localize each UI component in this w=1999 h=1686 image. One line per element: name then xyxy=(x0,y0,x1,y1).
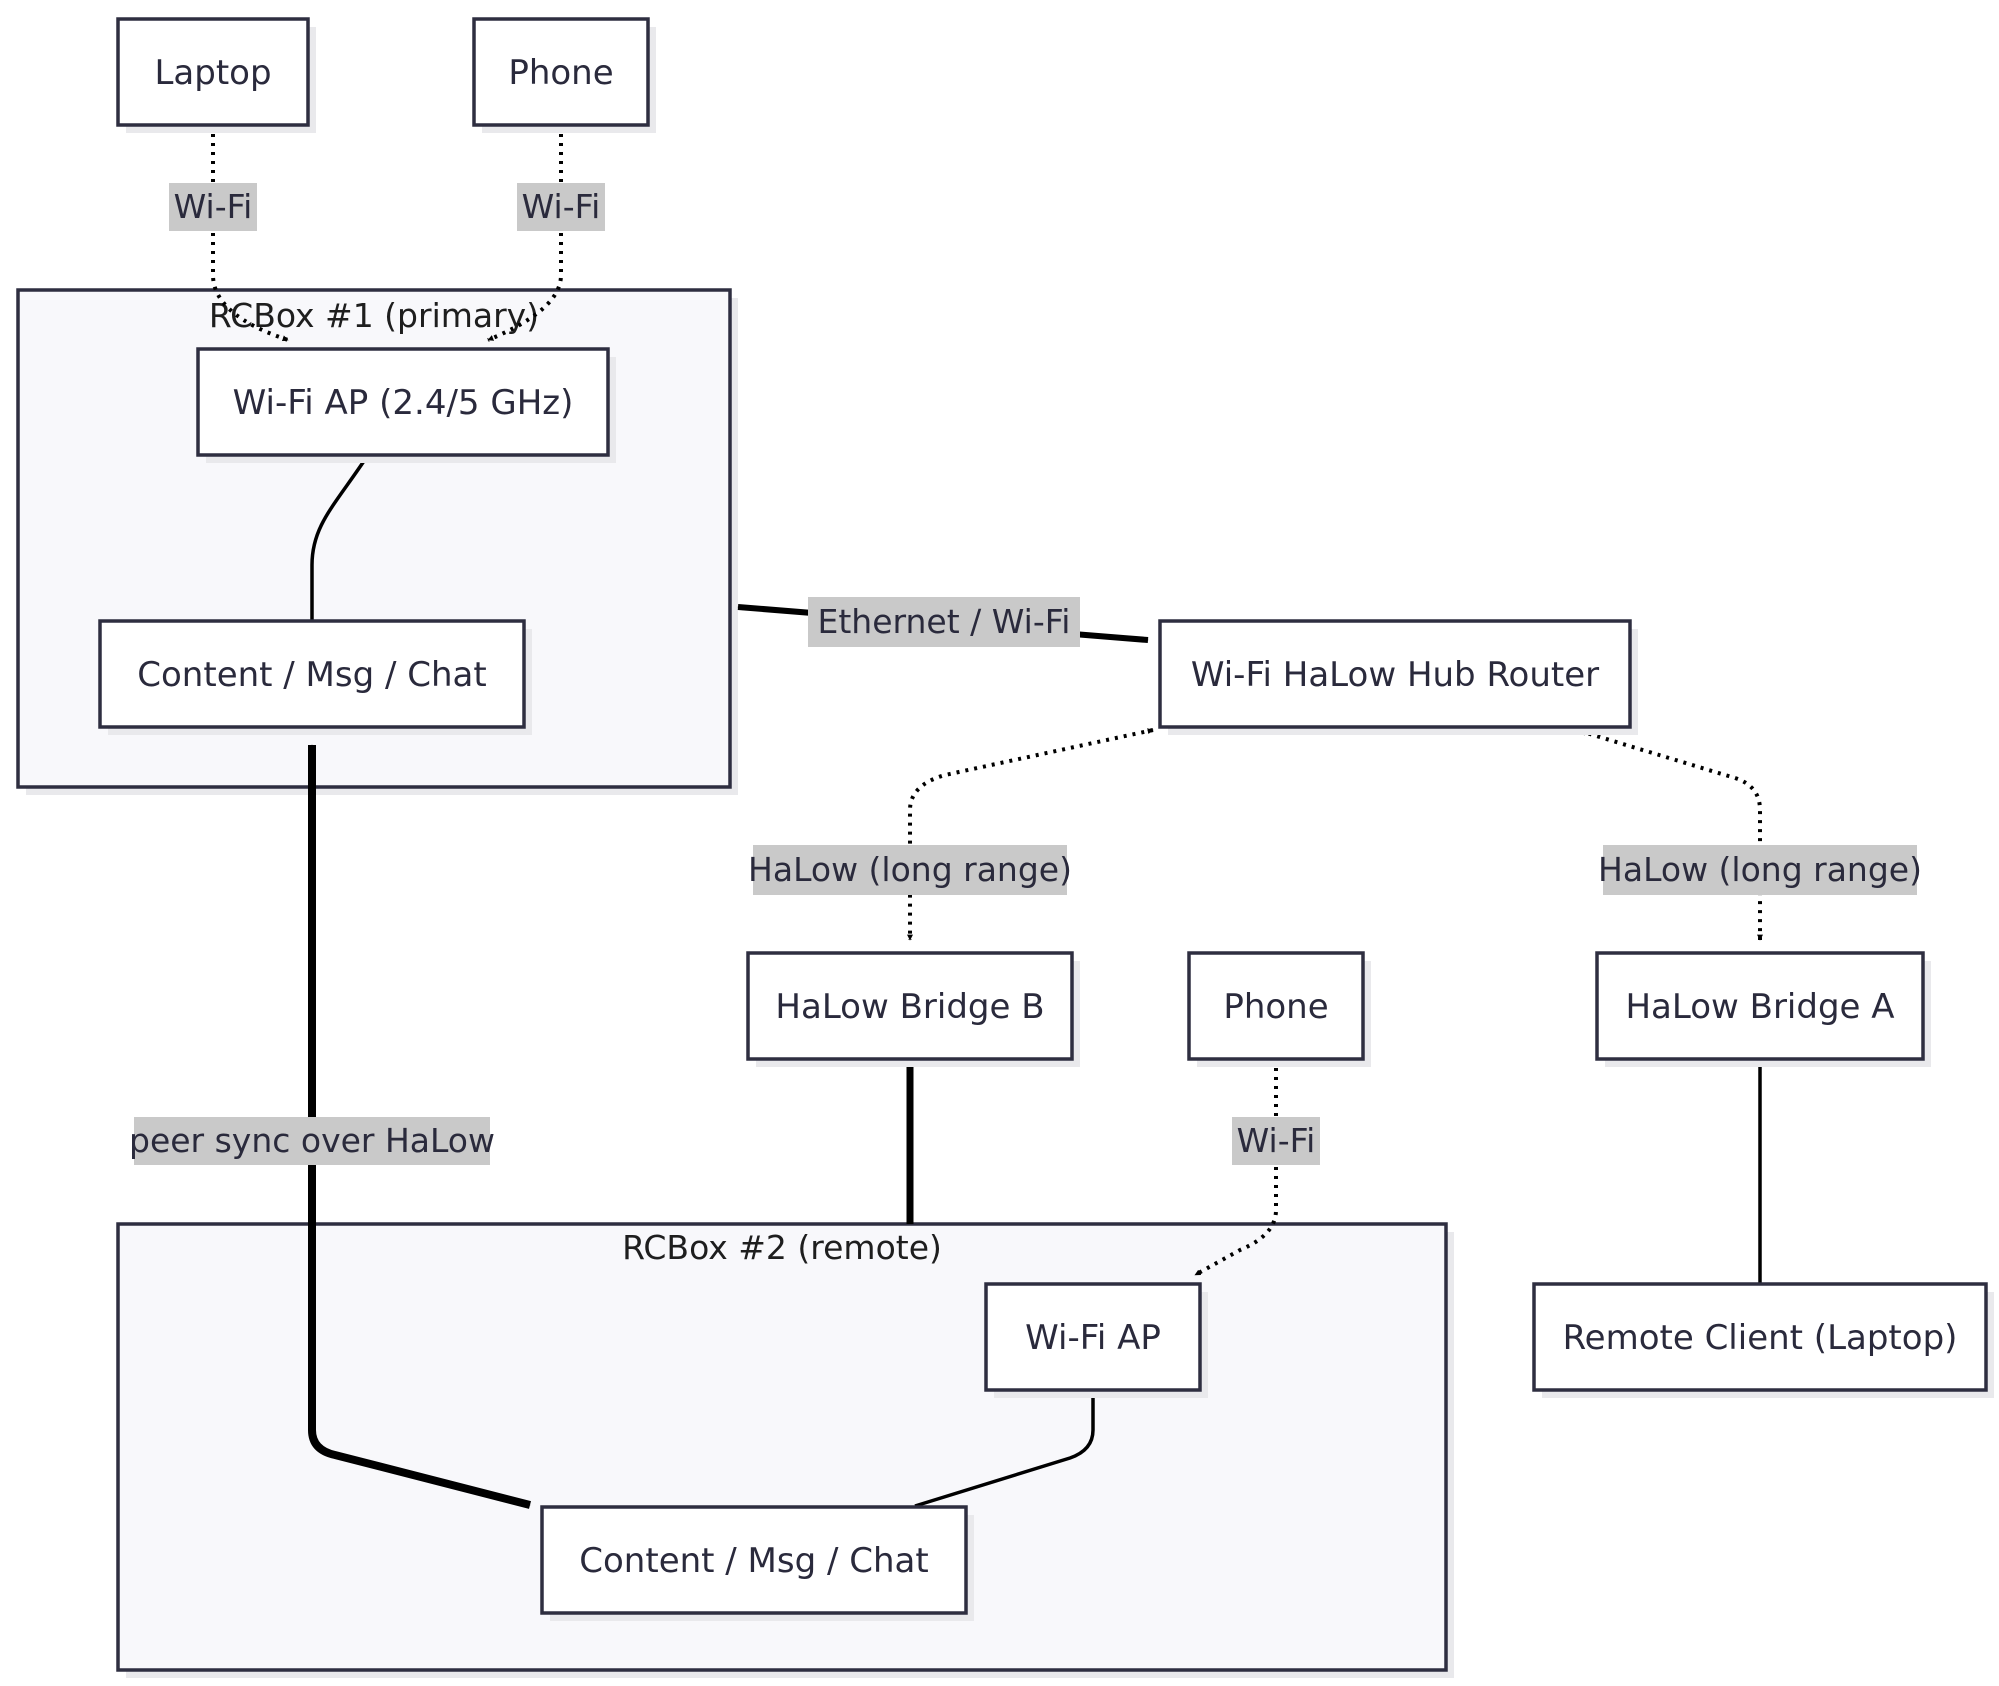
edge-peer-sync xyxy=(308,744,531,1509)
node-halow-bridge-b: HaLow Bridge B xyxy=(746,951,1080,1067)
node-remote-client: Remote Client (Laptop) xyxy=(1532,1282,1994,1398)
node-label-content-remote: Content / Msg / Chat xyxy=(579,1541,928,1581)
node-phone-top: Phone xyxy=(472,17,656,133)
edge-hub-bridge-a xyxy=(1579,729,1763,941)
edge-ap-content-primary xyxy=(310,454,370,621)
edge-hub-bridge-b xyxy=(907,728,1154,941)
edge-phone-remote-wifi-ap xyxy=(1194,1059,1278,1277)
edge-label-ethernet-wifi: Ethernet / Wi-Fi xyxy=(818,602,1071,641)
node-label-phone-top: Phone xyxy=(508,53,613,93)
edge-ap-content-remote xyxy=(914,1390,1095,1508)
node-content-remote: Content / Msg / Chat xyxy=(540,1505,974,1621)
cluster-title-primary: RCBox #1 (primary) xyxy=(209,296,539,335)
edge-labels: Wi-Fi Wi-Fi Ethernet / Wi-Fi HaLow (long… xyxy=(129,183,1922,1165)
edge-phone-wifi-ap xyxy=(487,125,563,342)
node-phone-remote: Phone xyxy=(1187,951,1371,1067)
node-label-laptop: Laptop xyxy=(154,53,271,93)
edge-label-phone-wifi: Wi-Fi xyxy=(522,187,601,226)
node-label-wifi-ap-remote: Wi-Fi AP xyxy=(1025,1318,1161,1358)
node-label-hub-router: Wi-Fi HaLow Hub Router xyxy=(1191,655,1599,695)
node-content-primary: Content / Msg / Chat xyxy=(98,619,532,735)
node-wifi-ap-remote: Wi-Fi AP xyxy=(984,1282,1208,1398)
node-label-halow-bridge-a: HaLow Bridge A xyxy=(1625,987,1894,1027)
edge-label-halow-b: HaLow (long range) xyxy=(748,850,1072,889)
node-label-remote-client: Remote Client (Laptop) xyxy=(1563,1318,1958,1358)
node-label-wifi-ap-primary: Wi-Fi AP (2.4/5 GHz) xyxy=(233,383,574,423)
node-wifi-ap-primary: Wi-Fi AP (2.4/5 GHz) xyxy=(196,347,616,463)
cluster-title-remote: RCBox #2 (remote) xyxy=(622,1228,942,1267)
edge-label-peer-sync: peer sync over HaLow xyxy=(129,1121,495,1160)
node-label-phone-remote: Phone xyxy=(1223,987,1328,1027)
node-laptop: Laptop xyxy=(116,17,316,133)
node-label-halow-bridge-b: HaLow Bridge B xyxy=(775,987,1044,1027)
node-halow-bridge-a: HaLow Bridge A xyxy=(1595,951,1931,1067)
node-label-content-primary: Content / Msg / Chat xyxy=(137,655,486,695)
edge-label-halow-a: HaLow (long range) xyxy=(1598,850,1922,889)
edge-label-phone-remote-wifi: Wi-Fi xyxy=(1237,1121,1316,1160)
edge-label-laptop-wifi: Wi-Fi xyxy=(174,187,253,226)
node-hub-router: Wi-Fi HaLow Hub Router xyxy=(1158,619,1638,735)
